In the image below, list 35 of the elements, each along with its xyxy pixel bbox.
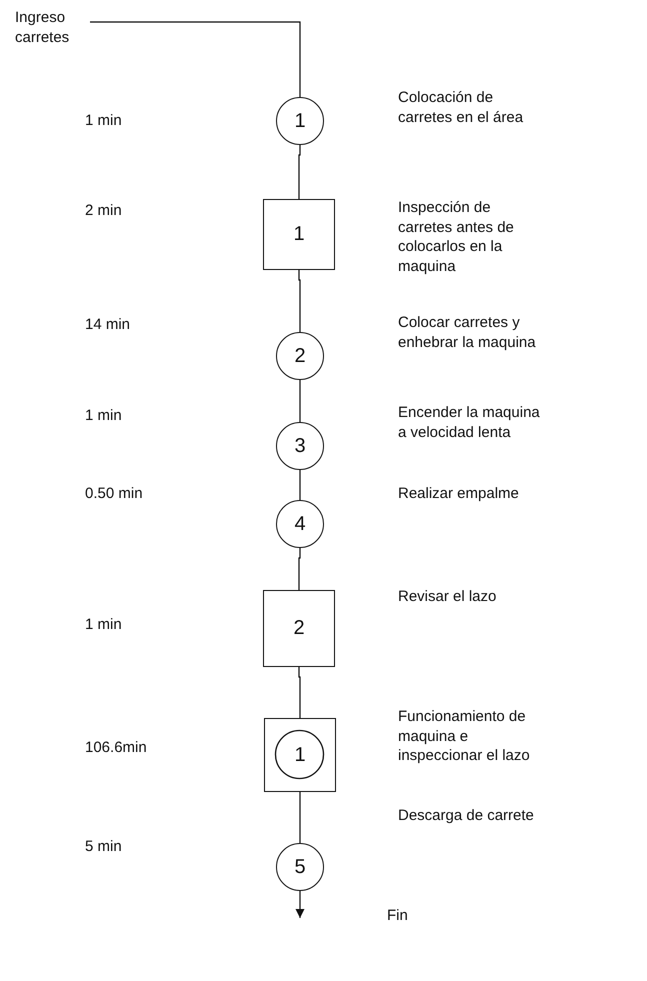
- step-description: Realizar empalme: [398, 484, 519, 504]
- duration-label: 106.6min: [85, 738, 147, 758]
- duration-label: 1 min: [85, 111, 122, 130]
- duration-label: 1 min: [85, 406, 122, 426]
- duration-label: 0.50 min: [85, 484, 143, 504]
- step-description: Revisar el lazo: [398, 587, 496, 606]
- duration-label: 5 min: [85, 837, 122, 856]
- step-description: Descarga de carrete: [398, 806, 534, 826]
- operation-circle: 1: [276, 97, 324, 145]
- inspection-square: 2: [263, 590, 335, 667]
- arrow: [296, 891, 304, 918]
- operation-circle: 4: [276, 500, 324, 548]
- connector-line: [298, 145, 301, 199]
- connector-line: [298, 667, 301, 718]
- operation-circle: 5: [276, 843, 324, 891]
- end-label: Fin: [387, 906, 408, 926]
- inspection-square: 1: [263, 199, 335, 270]
- connector-line: [298, 548, 301, 590]
- combined-operation-symbol: 1: [264, 718, 336, 792]
- step-description: Colocación de carretes en el área: [398, 88, 524, 127]
- duration-label: 1 min: [85, 615, 122, 634]
- connector-line: [299, 470, 301, 500]
- duration-label: 14 min: [85, 315, 130, 334]
- input-label: Ingreso carretes: [15, 8, 90, 50]
- duration-label: 2 min: [85, 201, 122, 220]
- step-description: Funcionamiento de maquina e inspeccionar el lazo: [398, 707, 531, 766]
- step-description: Colocar carretes y enhebrar la maquina: [398, 313, 537, 352]
- connector-line: [299, 792, 301, 843]
- connector-line: [298, 270, 301, 332]
- operation-circle: 2: [276, 332, 324, 380]
- connector-line: [299, 380, 301, 422]
- step-description: Encender la maquina a velocidad lenta: [398, 403, 541, 442]
- connector-line: [90, 21, 301, 97]
- operation-circle: 3: [276, 422, 324, 470]
- step-description: Inspección de carretes antes de colocarlos en la maquina: [398, 198, 515, 276]
